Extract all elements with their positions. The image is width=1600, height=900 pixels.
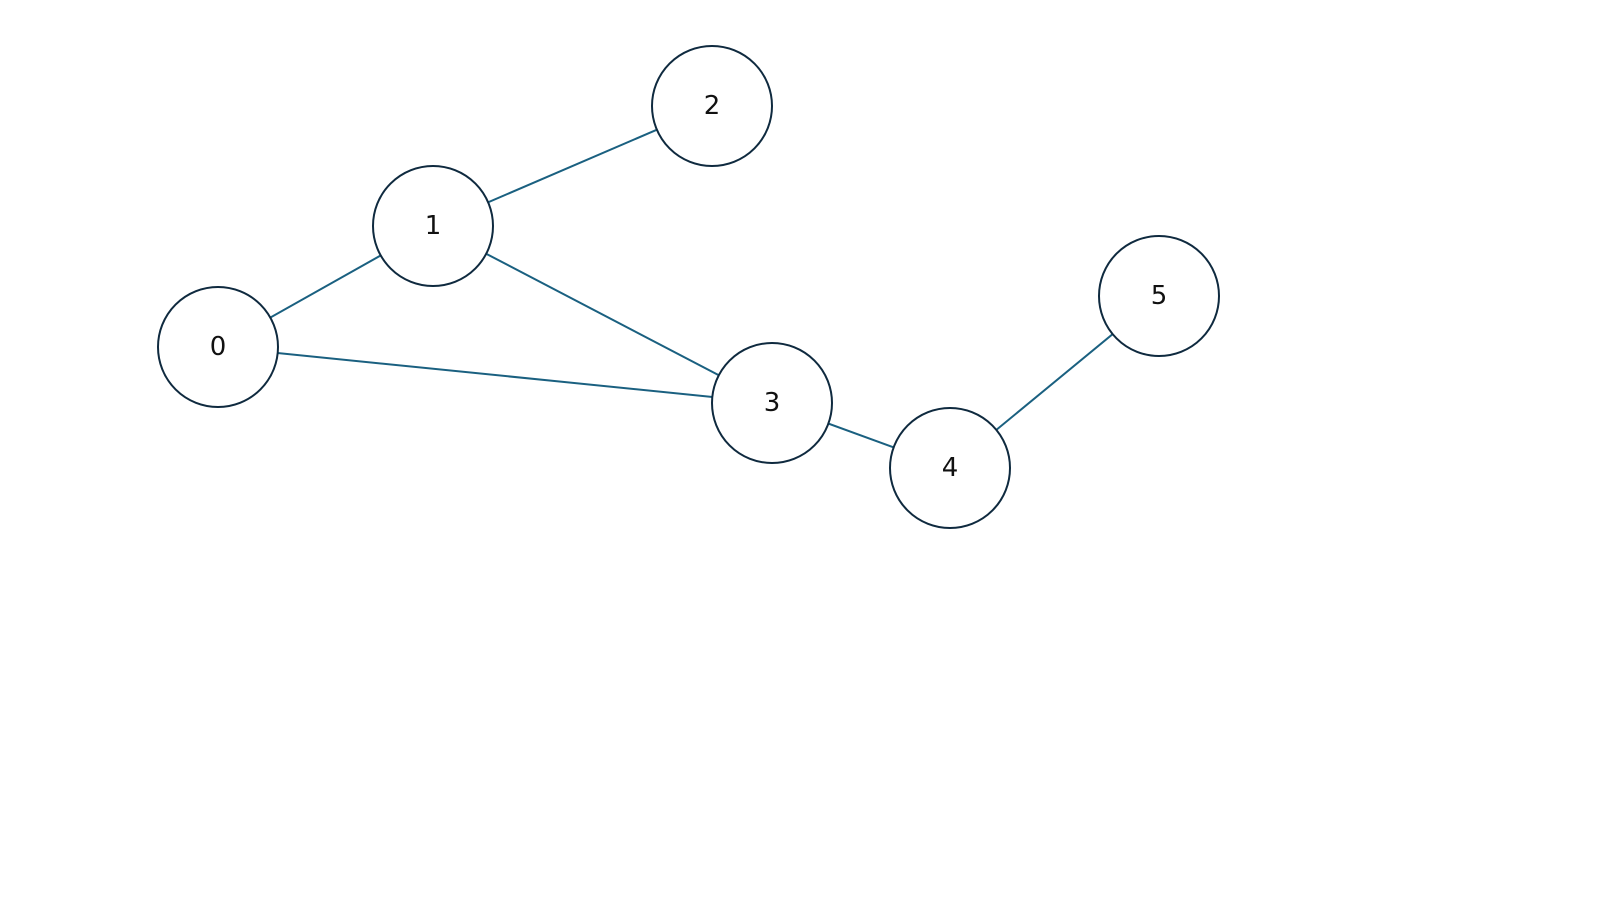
node-3-label: 3	[764, 388, 781, 418]
node-5-label: 5	[1151, 281, 1168, 311]
node-1-circle	[372, 165, 494, 287]
node-2-circle	[651, 45, 773, 167]
node-1[interactable]: 1	[372, 165, 494, 287]
edge-0-3	[217, 346, 773, 404]
node-2[interactable]: 2	[651, 45, 773, 167]
edge-1-3	[432, 225, 773, 404]
node-3[interactable]: 3	[711, 342, 833, 464]
node-4-circle	[889, 407, 1011, 529]
node-5[interactable]: 5	[1098, 235, 1220, 357]
node-0-circle	[157, 286, 279, 408]
node-4[interactable]: 4	[889, 407, 1011, 529]
nodes-layer: 0 1 2 3 4 5	[157, 45, 1220, 529]
node-1-label: 1	[425, 211, 442, 241]
node-0[interactable]: 0	[157, 286, 279, 408]
node-4-label: 4	[942, 453, 959, 483]
node-3-circle	[711, 342, 833, 464]
node-2-label: 2	[704, 91, 721, 121]
node-5-circle	[1098, 235, 1220, 357]
node-0-label: 0	[210, 332, 227, 362]
